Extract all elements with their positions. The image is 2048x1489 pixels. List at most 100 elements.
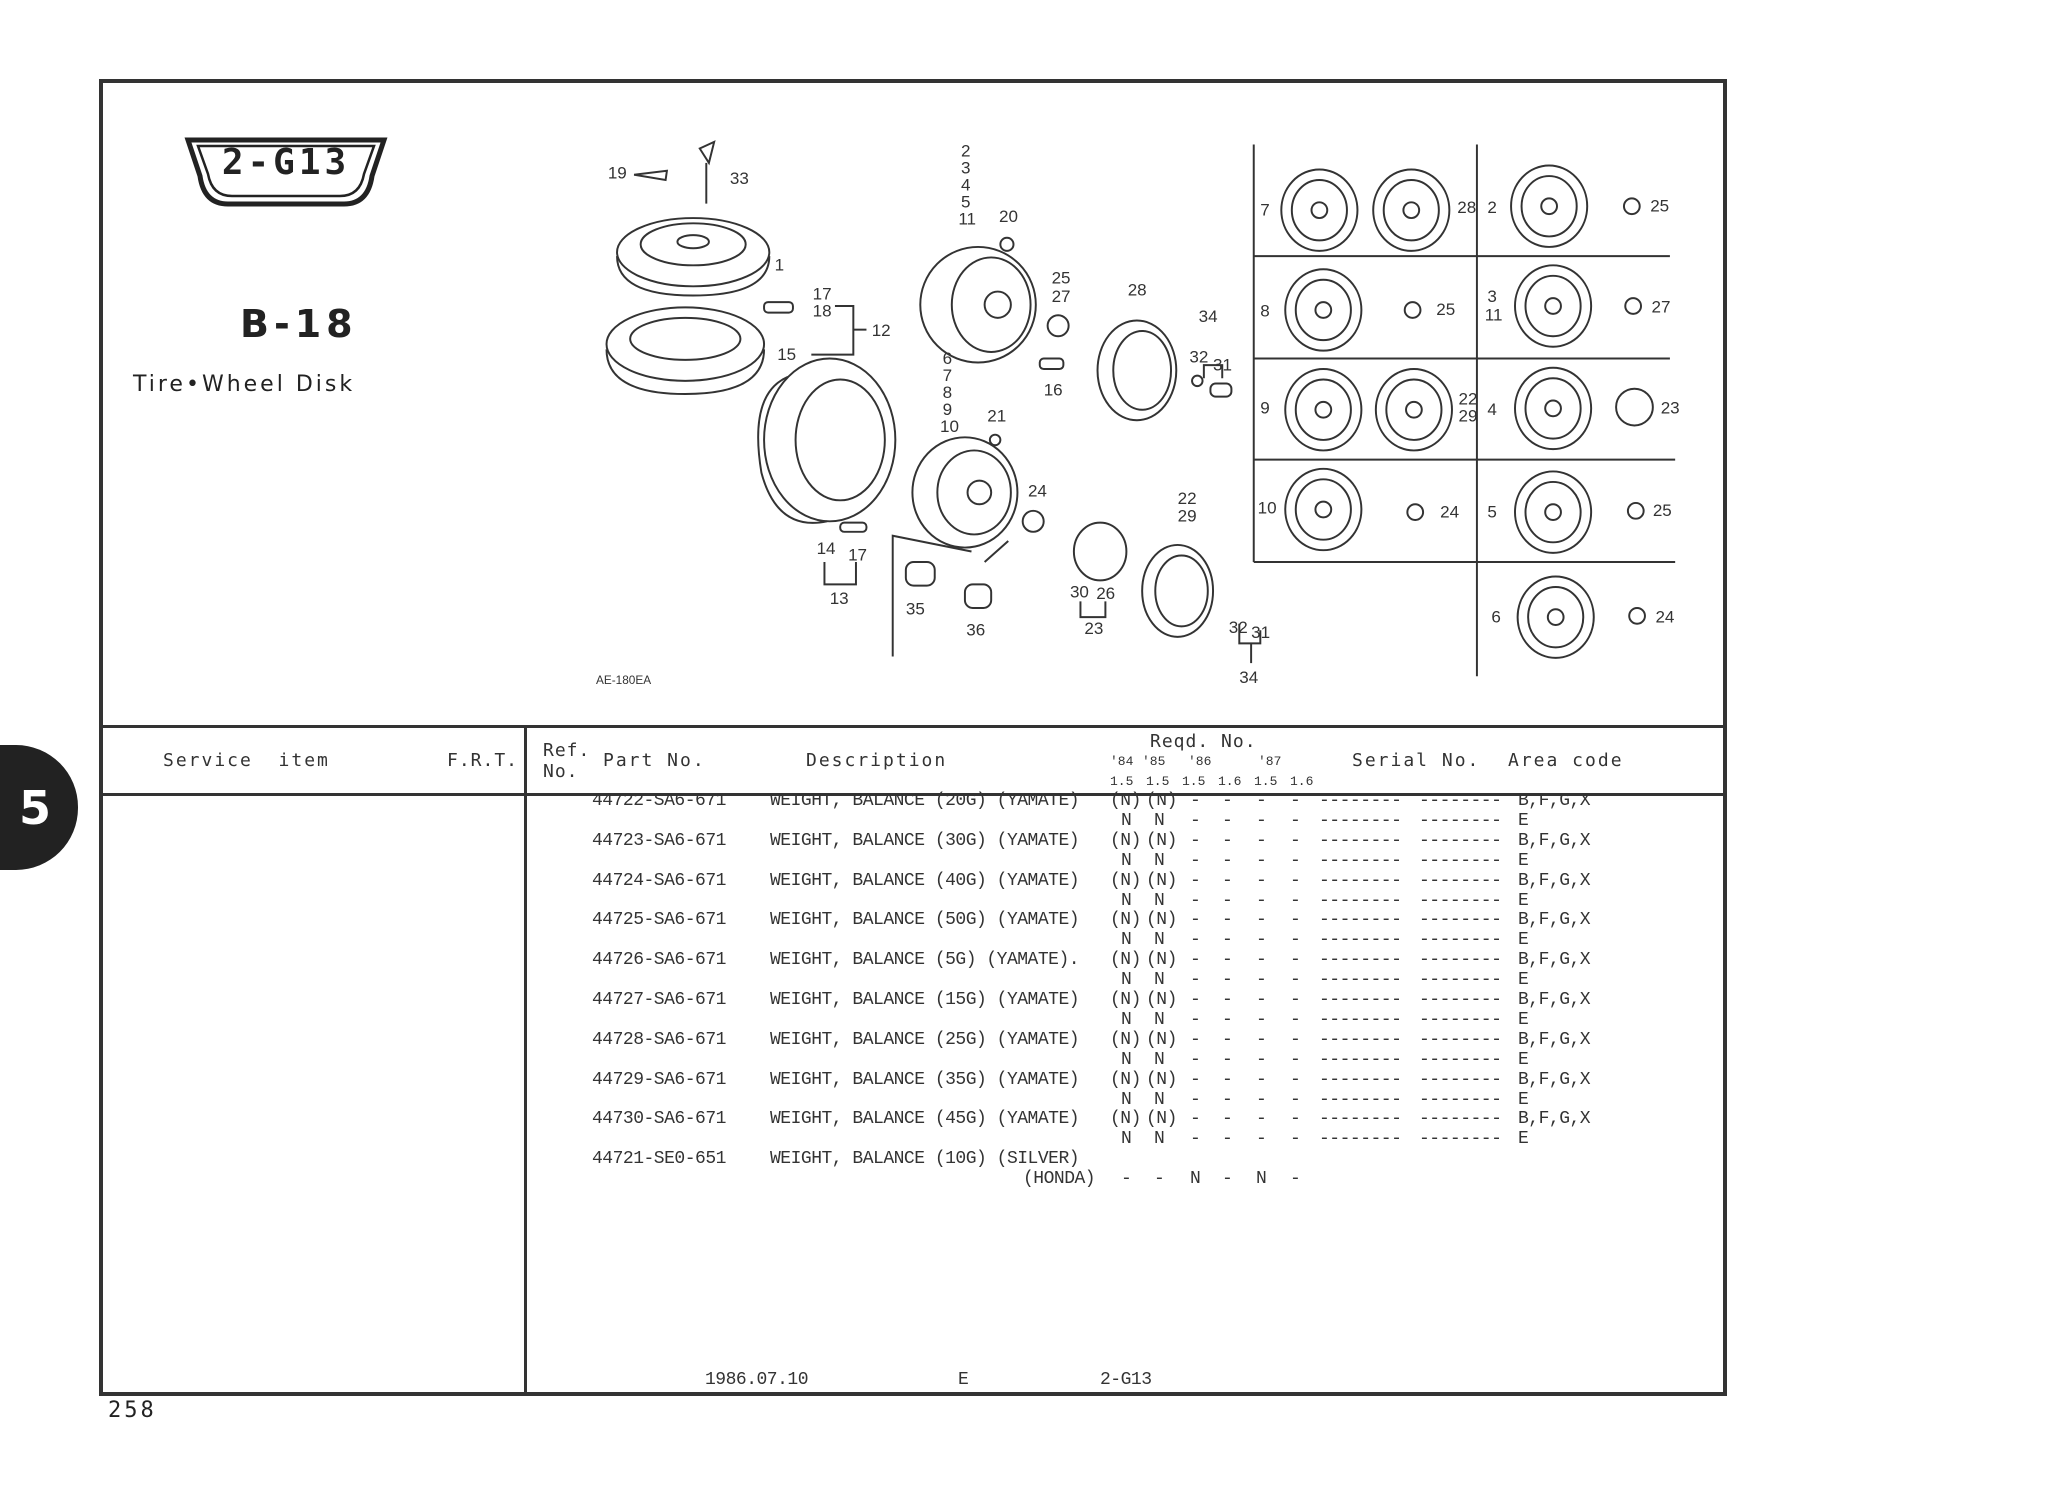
callout-number: 33 — [730, 169, 749, 188]
serial-from: -------- — [1319, 1129, 1402, 1150]
area-code: B,F,G,X — [1518, 910, 1591, 931]
reqd-quantity: - — [1190, 811, 1201, 831]
callout-number: 28 — [1128, 281, 1147, 300]
callout-number: 35 — [906, 600, 925, 619]
reqd-quantity: - — [1190, 870, 1201, 891]
header-engine: 1.5 — [1146, 774, 1170, 789]
serial-to: -------- — [1419, 1069, 1502, 1090]
part-description: WEIGHT, BALANCE (20G) (YAMATE) — [770, 791, 1080, 811]
reqd-quantity: N — [1121, 930, 1132, 951]
reqd-quantity: - — [1190, 950, 1201, 971]
part-description-note: (HONDA) — [1023, 1169, 1096, 1190]
reqd-quantity: - — [1290, 850, 1301, 871]
table-header-divider — [99, 793, 1727, 796]
reqd-quantity: N — [1256, 1169, 1267, 1190]
callout-number: 24 — [1655, 607, 1674, 626]
serial-from: -------- — [1319, 870, 1402, 891]
reqd-quantity: N — [1154, 1089, 1165, 1110]
wheel-cover — [1516, 575, 1595, 659]
reqd-quantity: (N) — [1146, 830, 1177, 851]
part-number: 44724-SA6-671 — [592, 870, 726, 891]
serial-to: -------- — [1419, 1010, 1502, 1030]
serial-from: -------- — [1319, 930, 1402, 951]
wheel-cover — [1280, 168, 1359, 252]
serial-from: -------- — [1319, 950, 1402, 971]
reqd-quantity: - — [1222, 1169, 1233, 1190]
reqd-quantity: - — [1290, 870, 1301, 891]
reqd-quantity: N — [1121, 1010, 1132, 1030]
reqd-quantity: - — [1222, 850, 1233, 871]
part-description: WEIGHT, BALANCE (40G) (YAMATE) — [770, 870, 1080, 891]
reqd-quantity: - — [1190, 1049, 1201, 1070]
header-part-no: Part No. — [603, 750, 706, 771]
callout-number: 31 — [1251, 623, 1270, 642]
diagram-table-divider — [99, 725, 1727, 728]
callout-number: 21 — [987, 407, 1006, 426]
area-code: B,F,G,X — [1518, 830, 1591, 851]
serial-to: -------- — [1419, 830, 1502, 851]
reqd-quantity: - — [1256, 791, 1267, 811]
wheel-cover — [1372, 168, 1451, 252]
reqd-quantity: - — [1256, 970, 1267, 991]
reqd-quantity: N — [1154, 811, 1165, 831]
callout-number: 6 — [1491, 607, 1500, 626]
reqd-quantity: (N) — [1146, 1109, 1177, 1130]
wheel-cover — [1284, 268, 1363, 352]
reqd-quantity: N — [1154, 930, 1165, 951]
reqd-quantity: - — [1190, 890, 1201, 911]
callout-number: 4 — [961, 175, 970, 194]
area-code: E — [1518, 890, 1529, 911]
callout-number: 8 — [1260, 302, 1269, 321]
reqd-quantity: (N) — [1110, 870, 1141, 891]
serial-from: -------- — [1319, 791, 1402, 811]
group-badge-frame — [184, 137, 388, 207]
reqd-quantity: - — [1222, 890, 1233, 911]
part-description: WEIGHT, BALANCE (30G) (YAMATE) — [770, 830, 1080, 851]
header-service-item: Service item — [163, 750, 330, 771]
footer-group: 2-G13 — [1100, 1370, 1152, 1390]
area-code: E — [1518, 930, 1529, 951]
reqd-quantity: N — [1121, 890, 1132, 911]
area-code: E — [1518, 1129, 1529, 1150]
reqd-quantity: - — [1222, 1049, 1233, 1070]
reqd-quantity: - — [1190, 830, 1201, 851]
header-year: '87 — [1258, 754, 1282, 769]
reqd-quantity: N — [1154, 1049, 1165, 1070]
callout-number: 15 — [777, 345, 796, 364]
emblem-part — [1628, 606, 1646, 625]
serial-from: -------- — [1319, 970, 1402, 991]
callout-number: 25 — [1650, 196, 1669, 215]
serial-to: -------- — [1419, 1089, 1502, 1110]
reqd-quantity: - — [1190, 1069, 1201, 1090]
header-year: '86 — [1188, 754, 1212, 769]
wheel-cover — [1290, 179, 1348, 242]
area-code: E — [1518, 1010, 1529, 1030]
callout-number: 17 — [813, 284, 832, 303]
footer-date: 1986.07.10 — [705, 1370, 809, 1390]
header-ref: Ref. — [543, 740, 591, 761]
reqd-quantity: - — [1256, 990, 1267, 1010]
reqd-quantity: - — [1222, 1029, 1233, 1050]
reqd-quantity: (N) — [1110, 1029, 1141, 1050]
reqd-quantity: - — [1290, 890, 1301, 911]
callout-number: 1 — [775, 256, 784, 275]
reqd-quantity: - — [1222, 1069, 1233, 1090]
wheel-cover — [1284, 467, 1363, 552]
reqd-quantity: - — [1290, 1029, 1301, 1050]
callout-number: 11 — [1485, 305, 1503, 324]
wheel-cover — [1510, 164, 1589, 248]
wheel-cover — [1524, 480, 1582, 544]
header-year: '84 — [1110, 754, 1134, 769]
callout-number: 29 — [1178, 506, 1197, 525]
reqd-quantity: N — [1121, 1129, 1132, 1150]
serial-from: -------- — [1319, 1069, 1402, 1090]
reqd-quantity: - — [1190, 791, 1201, 811]
callout-number: 34 — [1199, 307, 1218, 326]
header-engine: 1.6 — [1290, 774, 1314, 789]
part-description: WEIGHT, BALANCE (35G) (YAMATE) — [770, 1069, 1080, 1090]
area-code: E — [1518, 1089, 1529, 1110]
part-number: 44729-SA6-671 — [592, 1069, 726, 1090]
callout-number: 12 — [872, 321, 891, 340]
chapter-tab: 5 — [0, 745, 78, 870]
